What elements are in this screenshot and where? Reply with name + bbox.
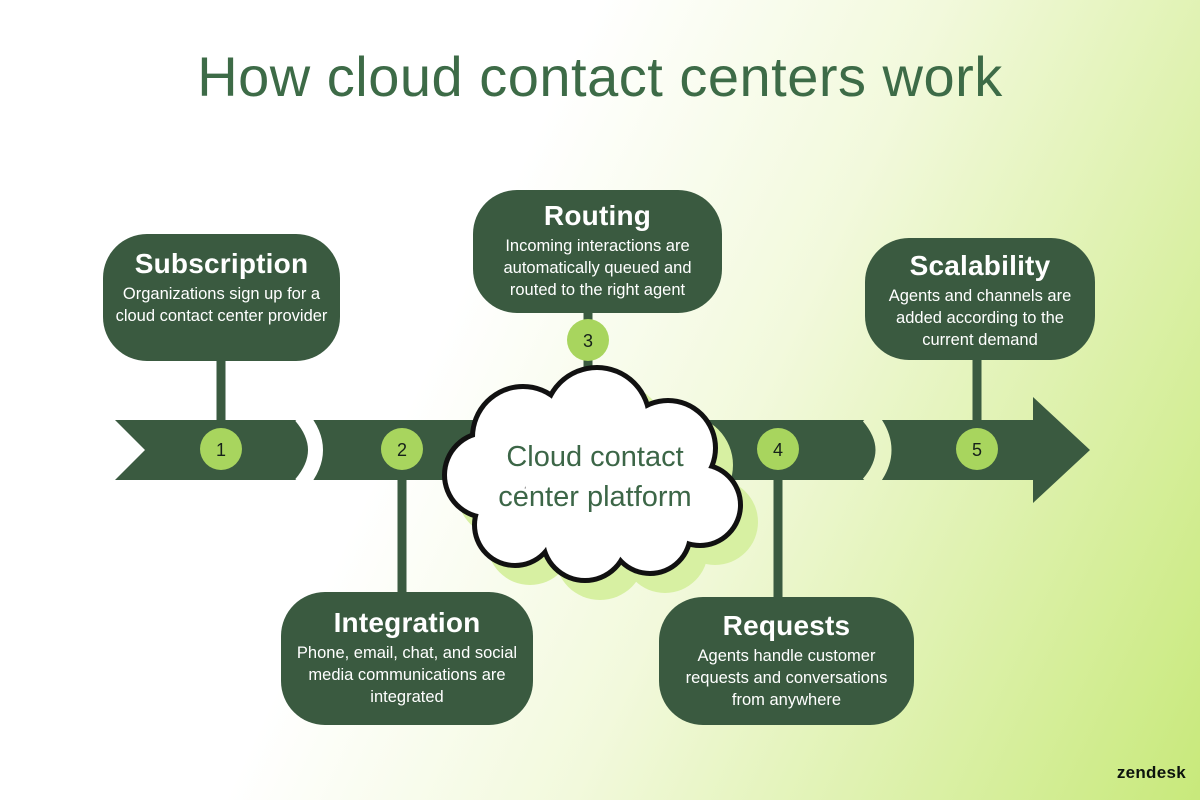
subscription-connector [216, 356, 226, 426]
step-marker-4: 4 [757, 428, 799, 470]
step-number-3: 3 [583, 331, 593, 351]
zendesk-logo: zendesk [1116, 763, 1186, 782]
card-integration-title: Integration [333, 607, 481, 638]
card-subscription-description: Organizations sign up for a cloud contac… [115, 284, 328, 326]
step-number-2: 2 [397, 440, 407, 460]
card-scalability: Scalability Agents and channels are adde… [865, 238, 1095, 360]
card-requests-title: Requests [722, 610, 851, 641]
card-routing-description: Incoming interactions are automatically … [503, 236, 692, 300]
card-routing: Routing Incoming interactions are automa… [473, 190, 722, 313]
requests-connector [773, 475, 783, 600]
step-marker-5: 5 [956, 428, 998, 470]
card-integration-description: Phone, email, chat, and social media com… [296, 643, 518, 707]
step-number-5: 5 [972, 440, 982, 460]
integration-connector [397, 475, 407, 595]
step-marker-2: 2 [381, 428, 423, 470]
card-requests-description: Agents handle customer requests and conv… [685, 646, 888, 710]
scalability-connector [972, 356, 982, 426]
card-scalability-title: Scalability [909, 250, 1051, 281]
step-number-1: 1 [216, 440, 226, 460]
card-integration: Integration Phone, email, chat, and soci… [281, 592, 533, 725]
step-number-4: 4 [773, 440, 783, 460]
step-markers: 1 2 3 4 5 [200, 319, 998, 470]
page-title: How cloud contact centers work [197, 45, 1003, 108]
card-subscription: Subscription Organizations sign up for a… [103, 234, 340, 361]
step-marker-3: 3 [567, 319, 609, 361]
card-requests: Requests Agents handle customer requests… [659, 597, 914, 725]
cloud-label-line1: Cloud contact [506, 441, 683, 473]
card-scalability-description: Agents and channels are added according … [888, 286, 1072, 350]
cloud-label-line2: center platform [498, 481, 691, 513]
card-subscription-title: Subscription [134, 248, 309, 279]
cloud-body [447, 370, 738, 578]
card-routing-title: Routing [543, 200, 652, 231]
step-marker-1: 1 [200, 428, 242, 470]
